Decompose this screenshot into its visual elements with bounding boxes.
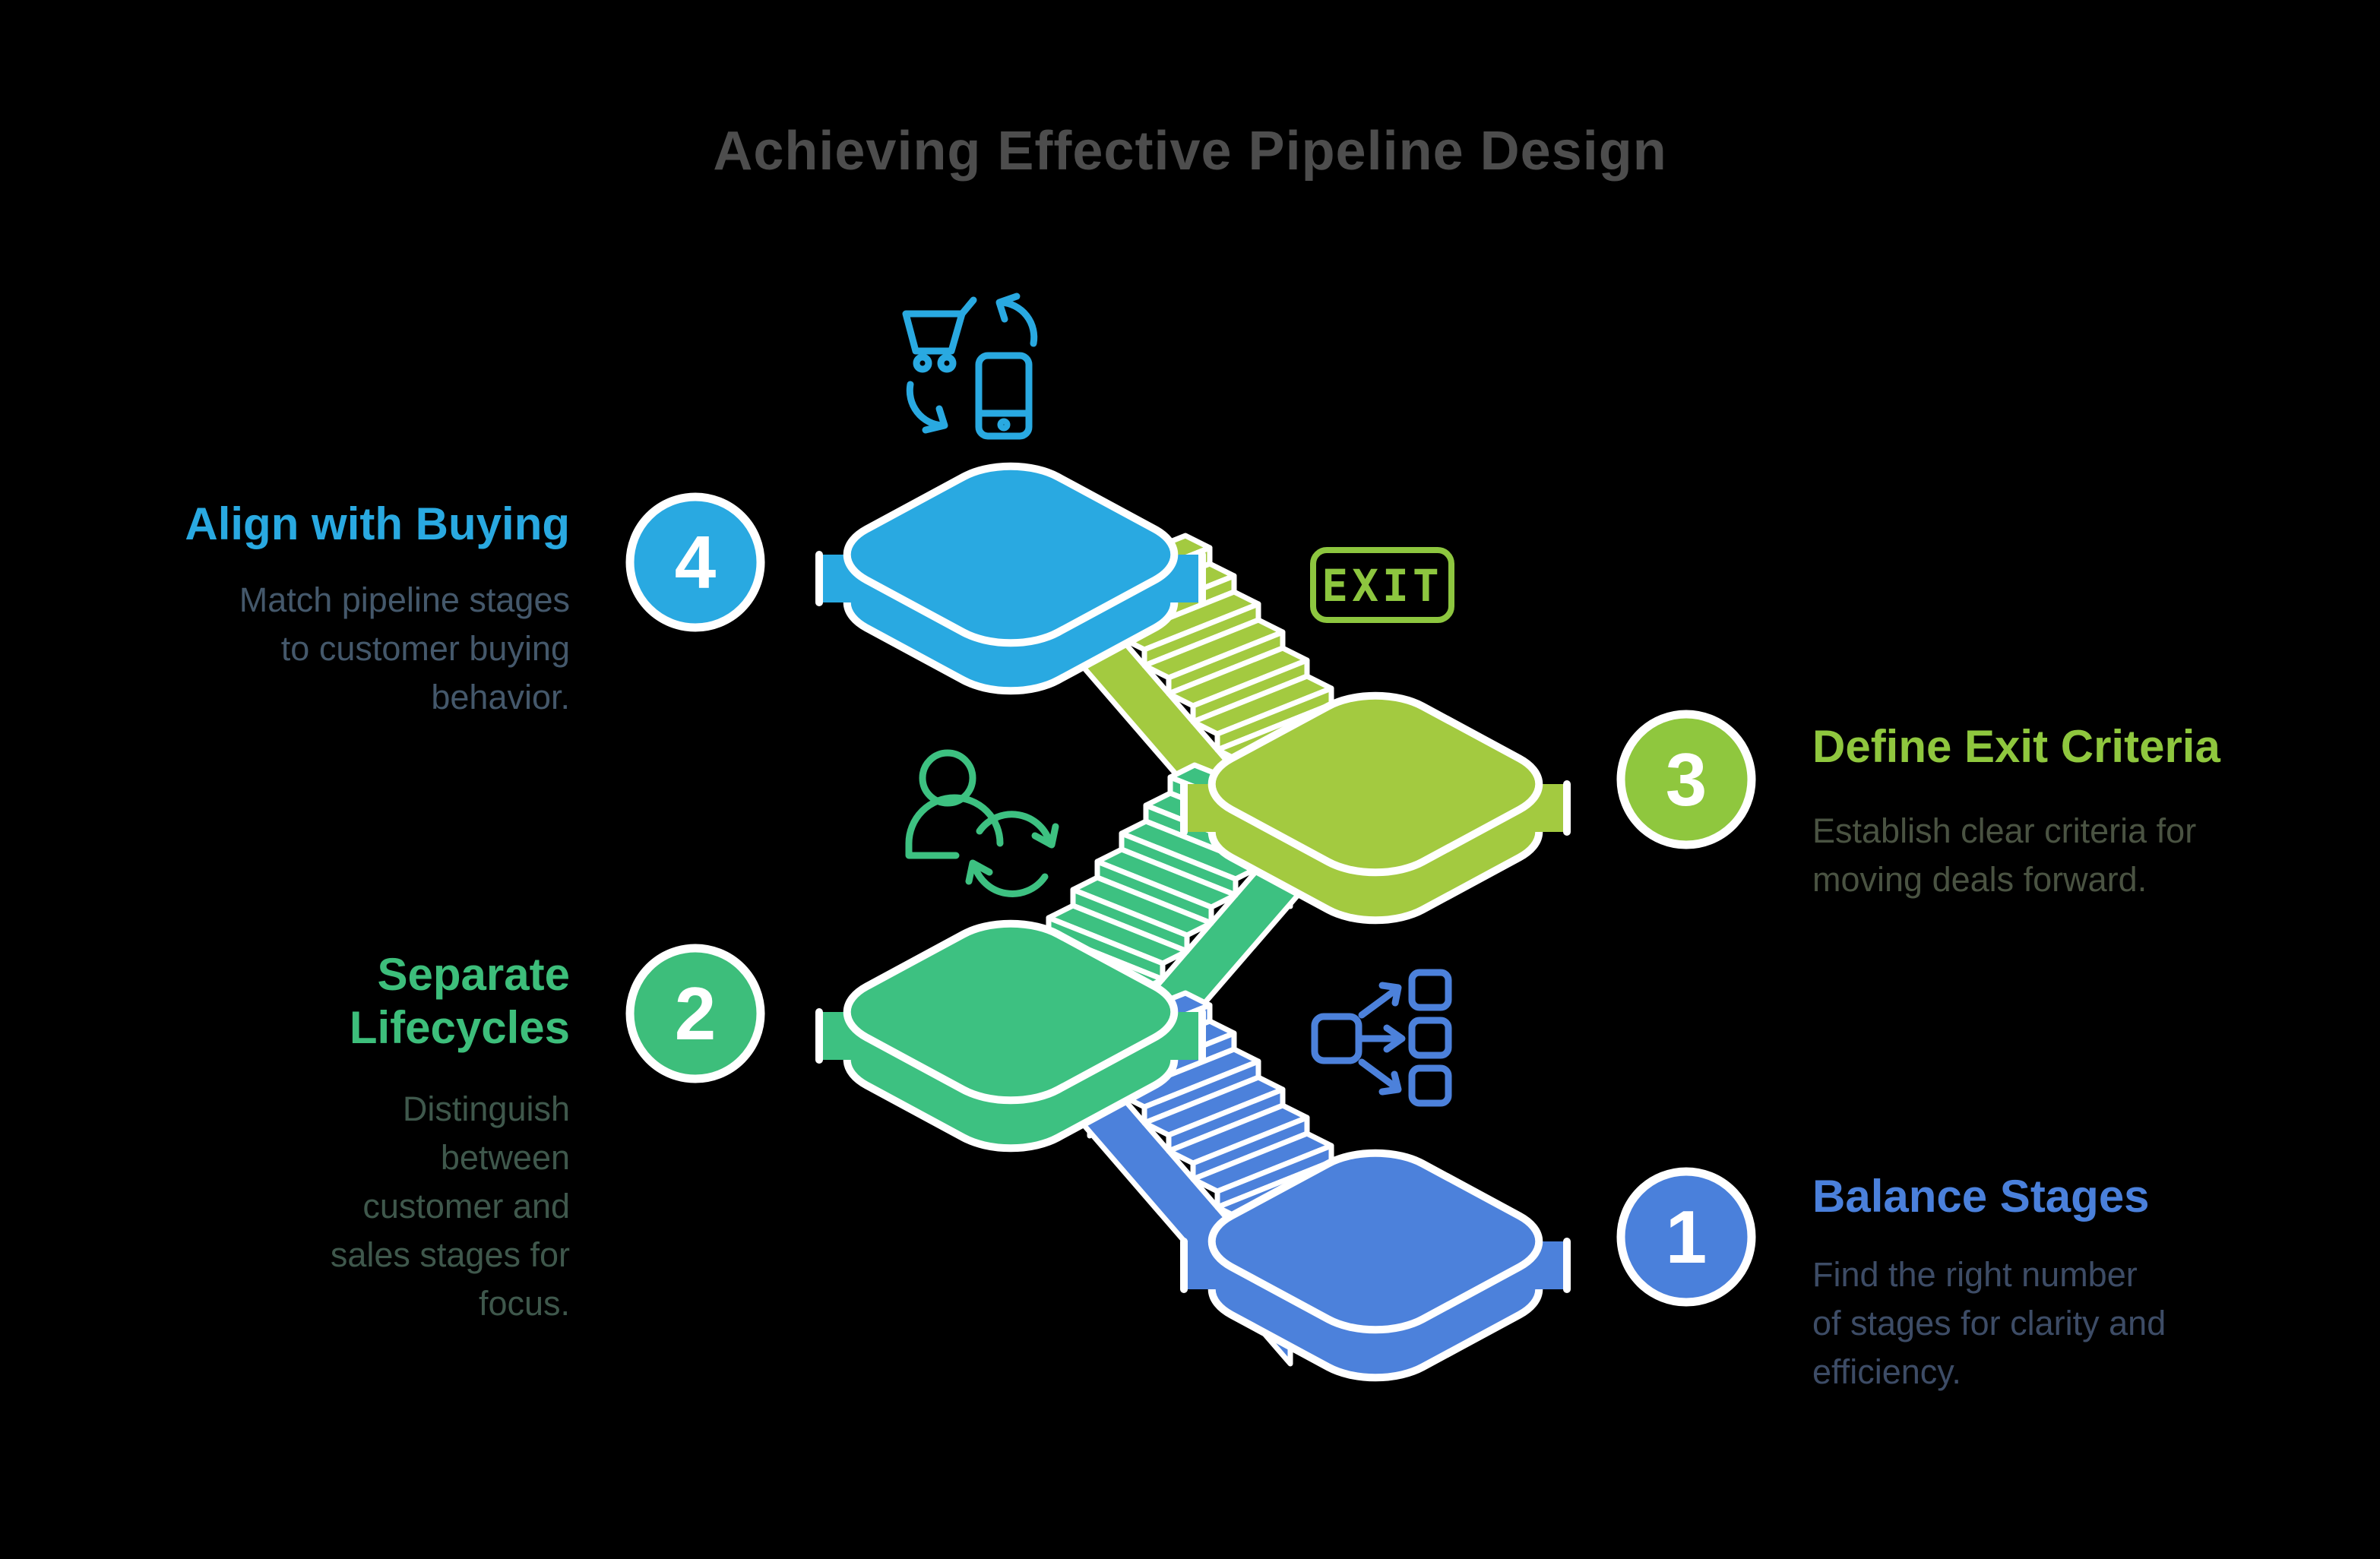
step-4-description: Match pipeline stages to customer buying… [239, 580, 570, 716]
step-4-badge: 4 [625, 492, 765, 632]
step-4-heading: Align with Buying [185, 498, 570, 549]
step-1-badge: 1 [1616, 1167, 1756, 1307]
step-2-heading: Separate Lifecycles [349, 949, 570, 1053]
step-4-number: 4 [675, 520, 717, 604]
step-2-badge: 2 [625, 944, 765, 1083]
person-sync-icon [905, 749, 1059, 897]
platform-step-2 [815, 909, 1206, 1163]
platform-1-top-face [1184, 1138, 1566, 1345]
step-1-number: 1 [1666, 1195, 1707, 1279]
platform-2-top-face [819, 909, 1201, 1115]
step-2-description: Distinguish between customer and sales s… [330, 1089, 570, 1323]
cart-phone-sync-icon [902, 293, 1038, 440]
step-3-number: 3 [1666, 738, 1707, 821]
exit-sign-label: EXIT [1321, 560, 1443, 612]
step-3-heading: Define Exit Criteria [1812, 721, 2220, 772]
platform-step-1 [1180, 1138, 1571, 1393]
step-1-description: Find the right number of stages for clar… [1812, 1255, 2166, 1391]
step-3-badge: 3 [1616, 710, 1756, 849]
distribution-icon [1311, 969, 1452, 1107]
platform-step-3 [1180, 681, 1571, 935]
step-3-description: Establish clear criteria for moving deal… [1812, 811, 2197, 899]
platform-3-top-face [1184, 681, 1566, 887]
platform-step-4 [815, 451, 1206, 706]
exit-sign: EXIT [1310, 547, 1454, 623]
step-1-heading: Balance Stages [1812, 1171, 2150, 1222]
page-title: Achieving Effective Pipeline Design [713, 121, 1667, 182]
platform-4-top-face [819, 451, 1201, 658]
step-2-number: 2 [675, 972, 717, 1055]
exit-sign-frame [1310, 547, 1454, 623]
